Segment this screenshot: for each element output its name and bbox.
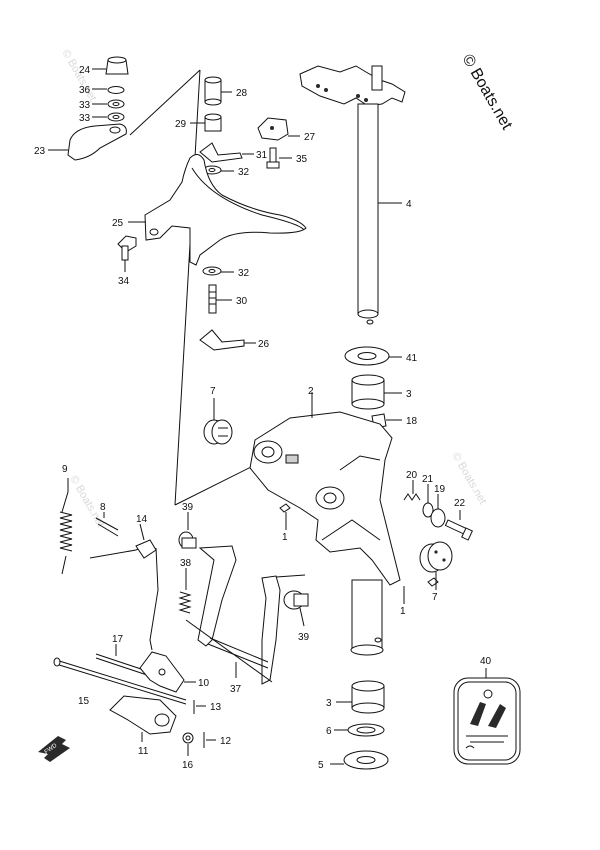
callout-2: 2 [308,386,314,397]
part-24-cap-nut [92,56,129,75]
callout-13: 13 [210,702,222,713]
callout-20: 20 [406,470,418,481]
part-31-plate [199,142,254,163]
part-7-cap-upper [203,398,233,445]
part-29-bushing [190,113,222,132]
part-34-bolt [117,235,137,272]
watermark: © Boats.net [459,52,516,134]
part-5-washer [330,750,389,770]
callout-39a: 39 [182,502,194,513]
part-22-bolt [444,510,474,541]
callout-41: 41 [406,353,418,364]
callout-1a: 1 [282,532,288,543]
callout-38: 38 [180,558,192,569]
callout-12: 12 [220,736,232,747]
callout-1b: 1 [400,606,406,617]
callout-15: 15 [78,696,90,707]
part-41-washer [344,346,402,366]
callout-26: 26 [258,339,270,350]
assembly-guide-lines [129,69,306,579]
callout-22: 22 [454,498,466,509]
part-37-tilt-lever [185,545,281,685]
callout-23: 23 [34,146,46,157]
part-19-cap [430,494,446,528]
part-3-bushing-upper [351,374,402,410]
part-9-spring [59,478,73,575]
callout-8: 8 [100,502,106,513]
callout-10: 10 [198,678,210,689]
callout-11: 11 [138,746,149,757]
callout-33b: 33 [79,113,91,124]
callout-3a: 3 [406,389,412,400]
callout-24: 24 [79,65,91,76]
part-25-bracket [128,154,307,266]
callout-4: 4 [406,199,412,210]
part-23-lever [48,123,127,161]
callout-33a: 33 [79,100,91,111]
callout-7a: 7 [210,386,216,397]
callout-25: 25 [112,218,124,229]
part-4-steering-shaft [299,65,406,325]
part-28-bushing [204,76,232,106]
part-2-swivel-bracket [249,392,401,586]
callout-labels: 24 36 33 33 23 28 29 27 31 35 32 25 34 3… [34,65,492,771]
callout-14: 14 [136,514,148,525]
part-39-grommet-left [178,512,197,549]
part-36-washer [92,86,125,94]
part-1-pin-upper [279,503,291,530]
part-32-washer-lower [202,266,234,276]
callout-40: 40 [480,656,492,667]
part-32-washer-upper [202,165,234,175]
callout-17: 17 [112,634,124,645]
callout-21: 21 [422,474,434,485]
callout-27: 27 [304,132,316,143]
callout-18: 18 [406,416,418,427]
part-1-pin-lower [403,577,439,604]
callout-6: 6 [326,726,332,737]
part-33-nut-b [92,112,125,122]
callout-9: 9 [62,464,68,475]
callout-34: 34 [118,276,130,287]
part-17-rod [95,644,151,677]
part-15-long-rod [53,657,187,705]
part-30-stud [208,284,232,314]
callout-7b: 7 [432,592,438,603]
callout-36: 36 [79,85,91,96]
part-16-washer [182,732,194,756]
callout-31: 31 [256,150,268,161]
part-8-pin [95,512,119,537]
callout-5: 5 [318,760,324,771]
part-27-bracket [257,117,300,141]
part-38-spring [178,568,192,614]
part-33-nut-a [92,99,125,109]
part-20-spring [403,480,421,501]
part-35-screw [266,147,292,169]
callout-32b: 32 [238,268,250,279]
callout-32a: 32 [238,167,250,178]
callout-28: 28 [236,88,248,99]
callout-35: 35 [296,154,308,165]
callout-16: 16 [182,760,194,771]
part-6-washer [334,723,385,737]
part-40-decal [453,668,521,765]
part-39-knob-right [283,590,309,627]
part-13-cotter-pin [193,700,206,714]
callout-30: 30 [236,296,248,307]
part-10-link [139,651,196,693]
part-2-lower-tube [350,579,384,656]
callout-3b: 3 [326,698,332,709]
callout-19: 19 [434,484,446,495]
part-21-washer [422,484,434,518]
part-3-bushing-lower [336,680,385,714]
part-11-lever [109,695,177,742]
callout-39b: 39 [298,632,310,643]
part-14-link-rod [89,523,159,651]
part-12-cotter-pin [203,732,216,748]
callout-29: 29 [175,119,187,130]
part-7-cap-right [419,541,453,590]
fwd-arrow-icon: FWD [38,736,70,762]
part-26-plate [199,329,256,351]
callout-37: 37 [230,684,242,695]
